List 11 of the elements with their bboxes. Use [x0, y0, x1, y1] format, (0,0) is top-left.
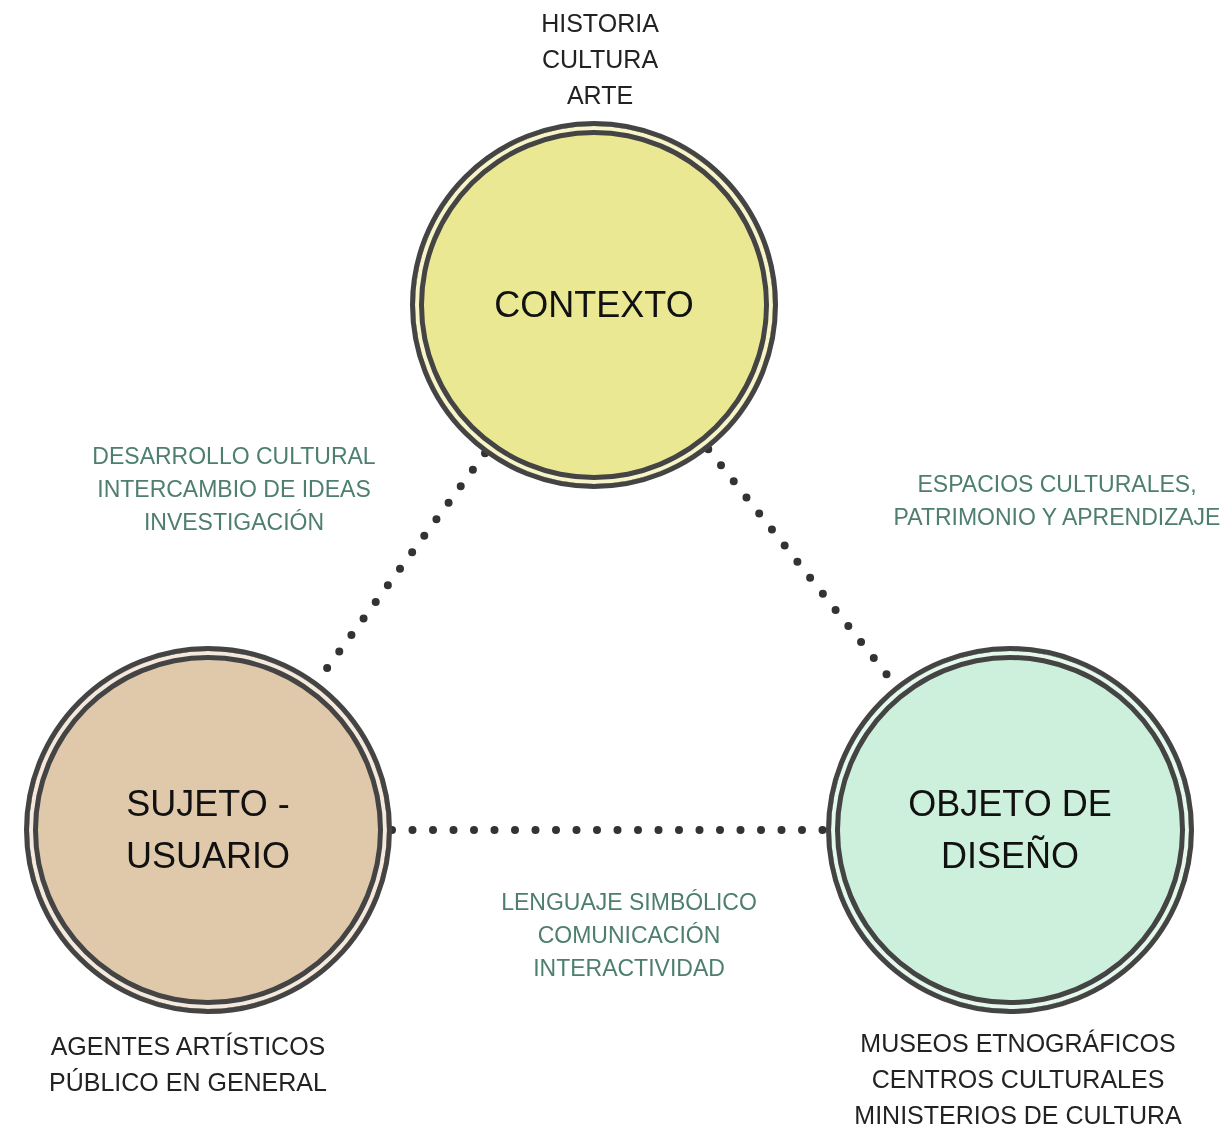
node-title: CONTEXTO: [494, 282, 694, 327]
node-caption: CULTURA: [540, 44, 660, 75]
node-caption: PÚBLICO EN GENERAL: [48, 1067, 328, 1098]
node-caption: CENTROS CULTURALES: [870, 1064, 1166, 1095]
node-caption: MUSEOS ETNOGRÁFICOS: [859, 1028, 1177, 1059]
node-title: OBJETO DE DISEÑO: [907, 781, 1113, 878]
node-caption: HISTORIA: [540, 8, 660, 39]
node-caption: AGENTES ARTÍSTICOS: [49, 1031, 327, 1062]
node-caption: MINISTERIOS DE CULTURA: [853, 1100, 1183, 1131]
node-caption: ARTE: [565, 80, 635, 111]
node-title: SUJETO - USUARIO: [125, 781, 291, 878]
